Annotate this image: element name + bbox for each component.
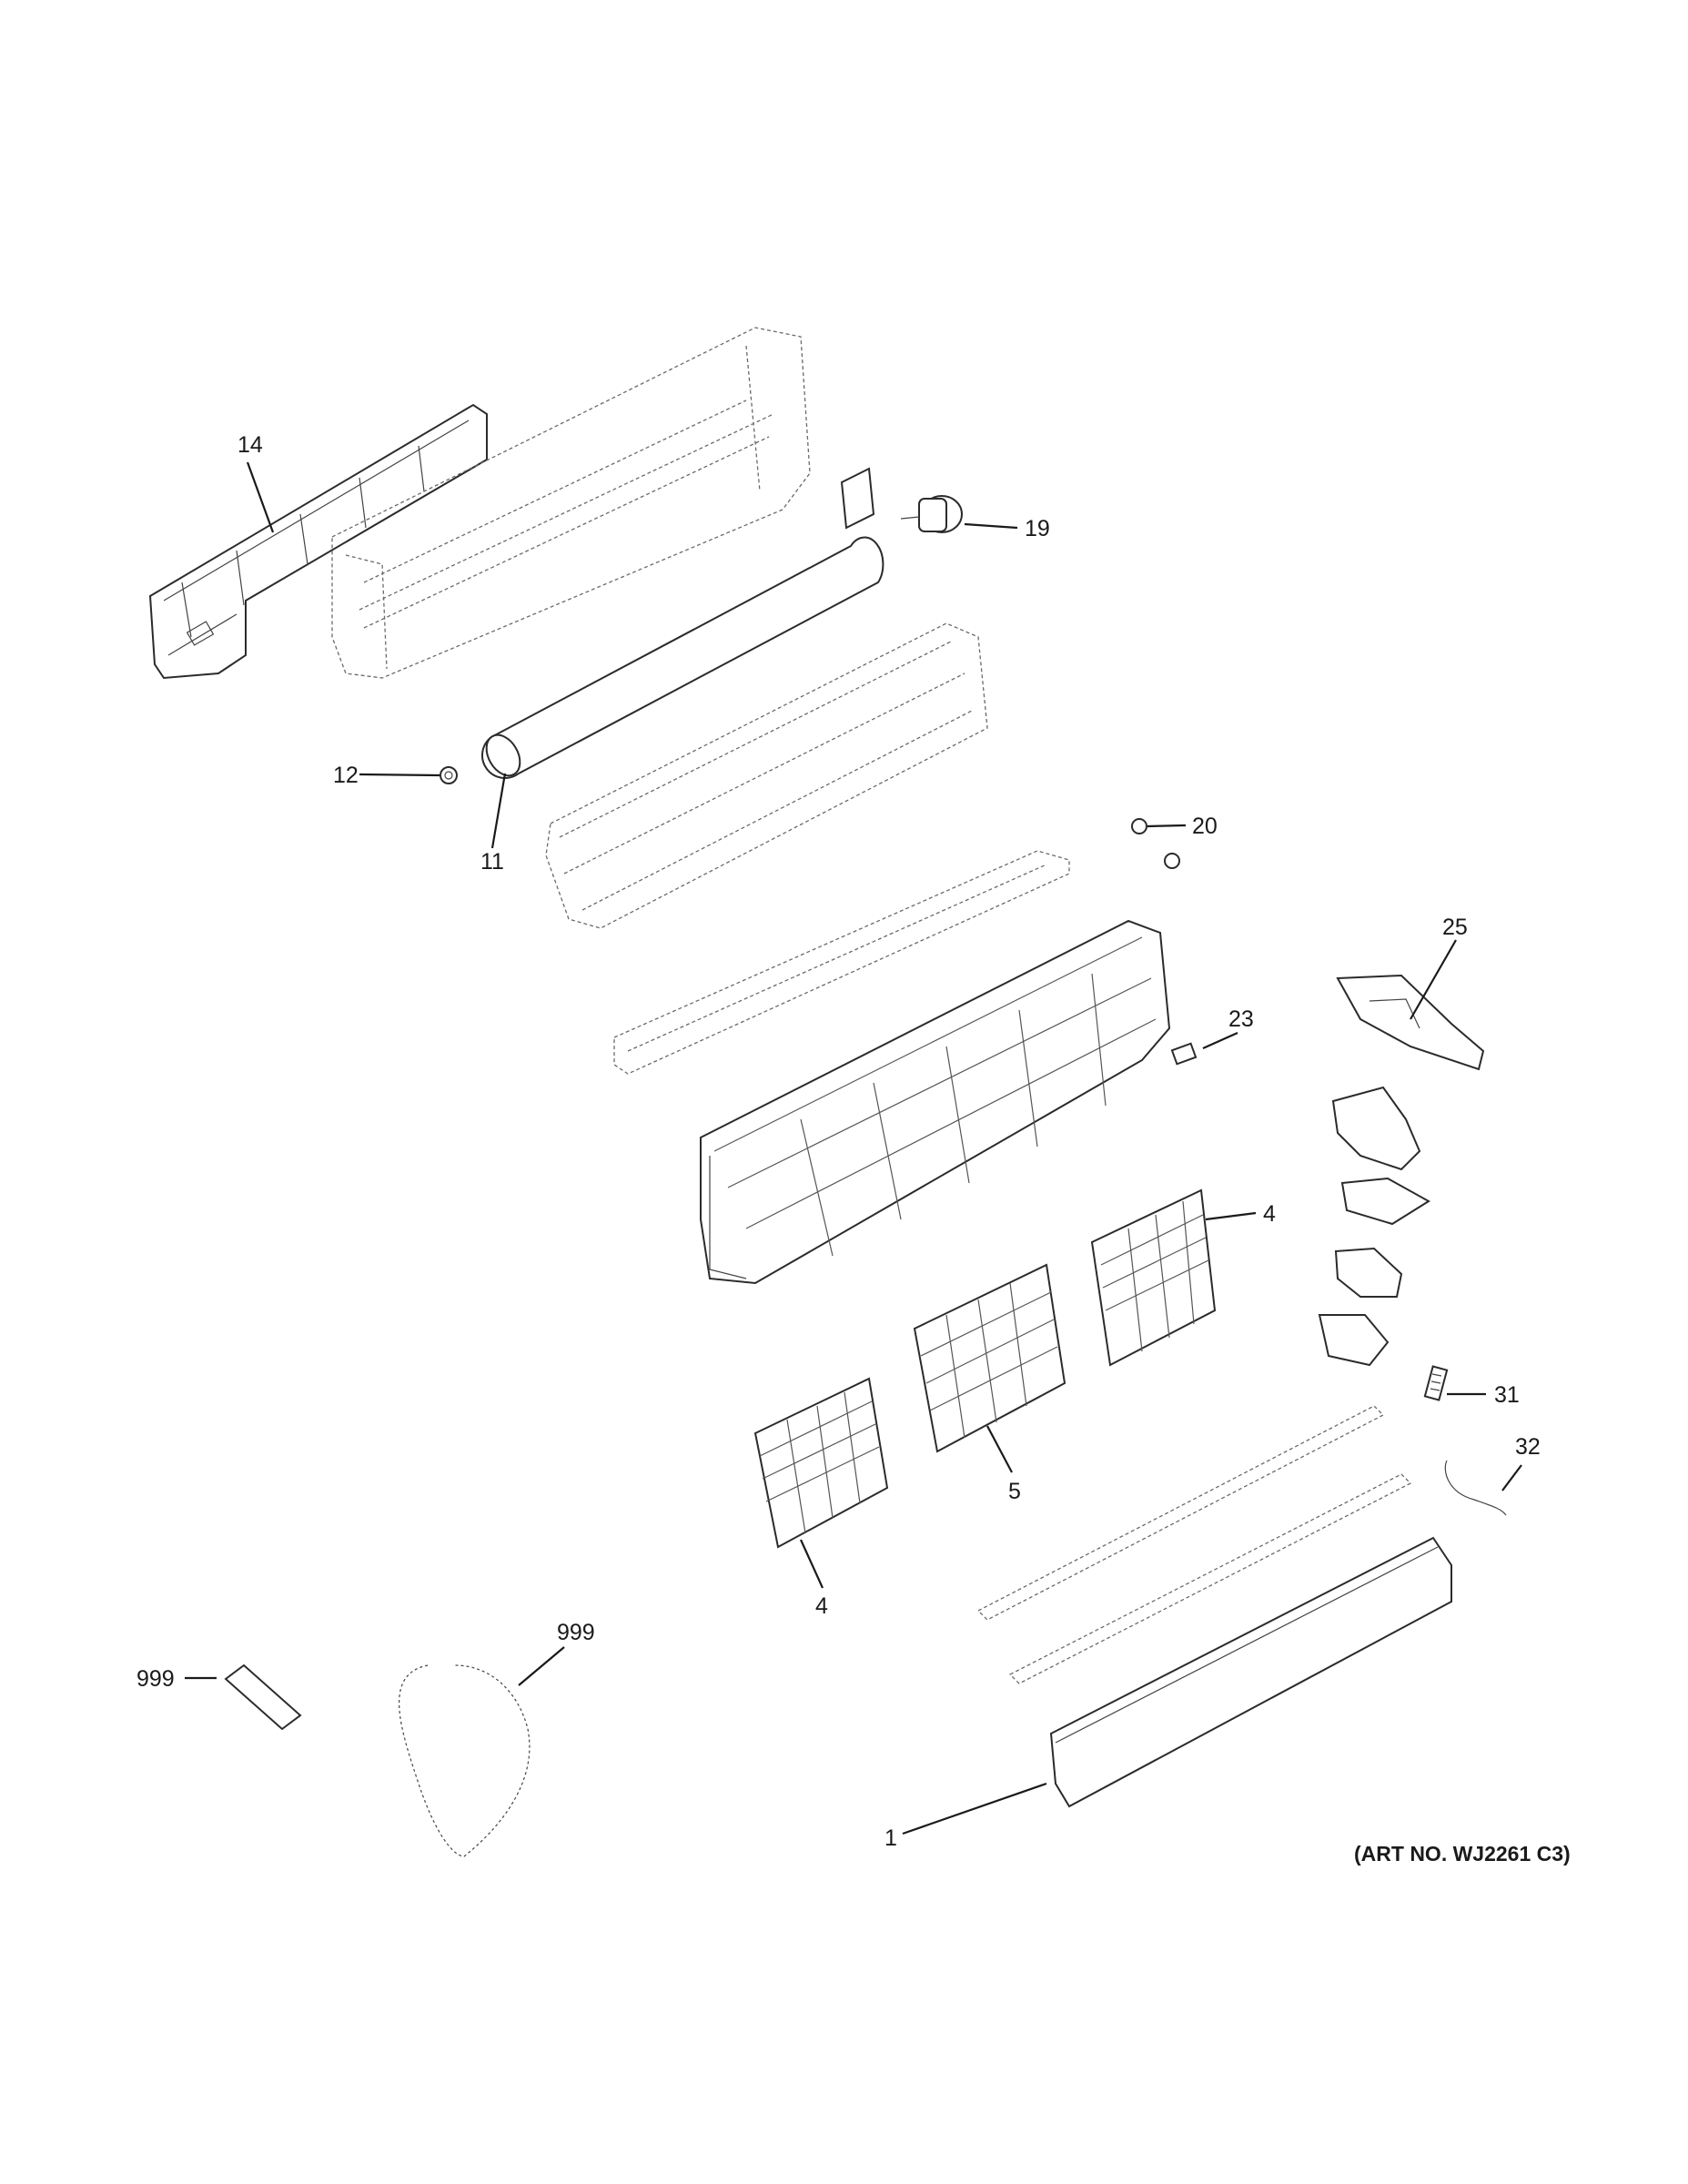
- control-box-part-1: [1331, 1086, 1421, 1171]
- callout-5: 5: [1008, 1479, 1021, 1504]
- blower-wheel-part: [481, 536, 884, 779]
- callout-31: 31: [1494, 1382, 1520, 1408]
- front-panel-part: [1049, 1536, 1452, 1808]
- callout-4-right: 4: [1263, 1201, 1276, 1227]
- mounting-plate-part: [148, 403, 488, 680]
- control-box-part-3: [1334, 1247, 1403, 1298]
- remote-control-part: [224, 1663, 302, 1731]
- leader-line-23: [1202, 1031, 1238, 1050]
- leader-line-4-left: [799, 1539, 824, 1589]
- leader-line-20: [1147, 824, 1187, 828]
- control-box-cover-part: [1336, 974, 1485, 1071]
- callout-12: 12: [333, 763, 359, 788]
- front-frame-part: [700, 919, 1171, 1285]
- wire-harness-part: [1444, 1460, 1507, 1516]
- louver-blade-lower-part: [1008, 1473, 1412, 1684]
- leader-line-12: [359, 773, 440, 777]
- leader-line-19: [964, 522, 1018, 530]
- callout-4-left: 4: [815, 1593, 828, 1619]
- motor-bracket-part: [840, 467, 875, 530]
- leader-line-32: [1501, 1464, 1522, 1491]
- air-filter-right-part: [1090, 1188, 1217, 1367]
- leader-line-5: [986, 1425, 1013, 1473]
- leader-line-4-right: [1205, 1211, 1257, 1221]
- clip-part-b: [1164, 853, 1180, 869]
- fan-motor-part: [900, 495, 963, 533]
- display-board-part: [1423, 1365, 1449, 1401]
- clip-part-a: [1131, 818, 1147, 834]
- leader-line-25: [1410, 939, 1457, 1020]
- callout-999-remote: 999: [136, 1666, 175, 1692]
- control-box-part-2: [1340, 1177, 1430, 1226]
- art-number-label: (ART NO. WJ2261 C3): [1354, 1842, 1571, 1866]
- callout-20: 20: [1192, 814, 1218, 839]
- callout-23: 23: [1228, 1006, 1254, 1032]
- bearing-part: [440, 766, 458, 784]
- leader-line-11: [490, 773, 507, 849]
- leader-line-1: [902, 1782, 1047, 1835]
- leader-line-999-hose: [518, 1646, 565, 1686]
- control-box-part-4: [1318, 1314, 1390, 1367]
- callout-1: 1: [884, 1825, 897, 1851]
- callout-25: 25: [1442, 915, 1468, 940]
- purifying-filter-part: [913, 1263, 1066, 1453]
- evaporator-coil-part: [545, 622, 988, 929]
- callout-999-hose: 999: [557, 1620, 595, 1645]
- leader-line-14: [246, 461, 275, 533]
- callout-14: 14: [238, 432, 263, 458]
- chassis-part: [331, 327, 811, 679]
- callout-11: 11: [480, 849, 504, 875]
- drain-hose-part: [399, 1664, 531, 1857]
- callout-32: 32: [1515, 1434, 1541, 1460]
- air-filter-left-part: [753, 1377, 889, 1549]
- sensor-part: [1170, 1042, 1198, 1066]
- callout-19: 19: [1025, 516, 1050, 541]
